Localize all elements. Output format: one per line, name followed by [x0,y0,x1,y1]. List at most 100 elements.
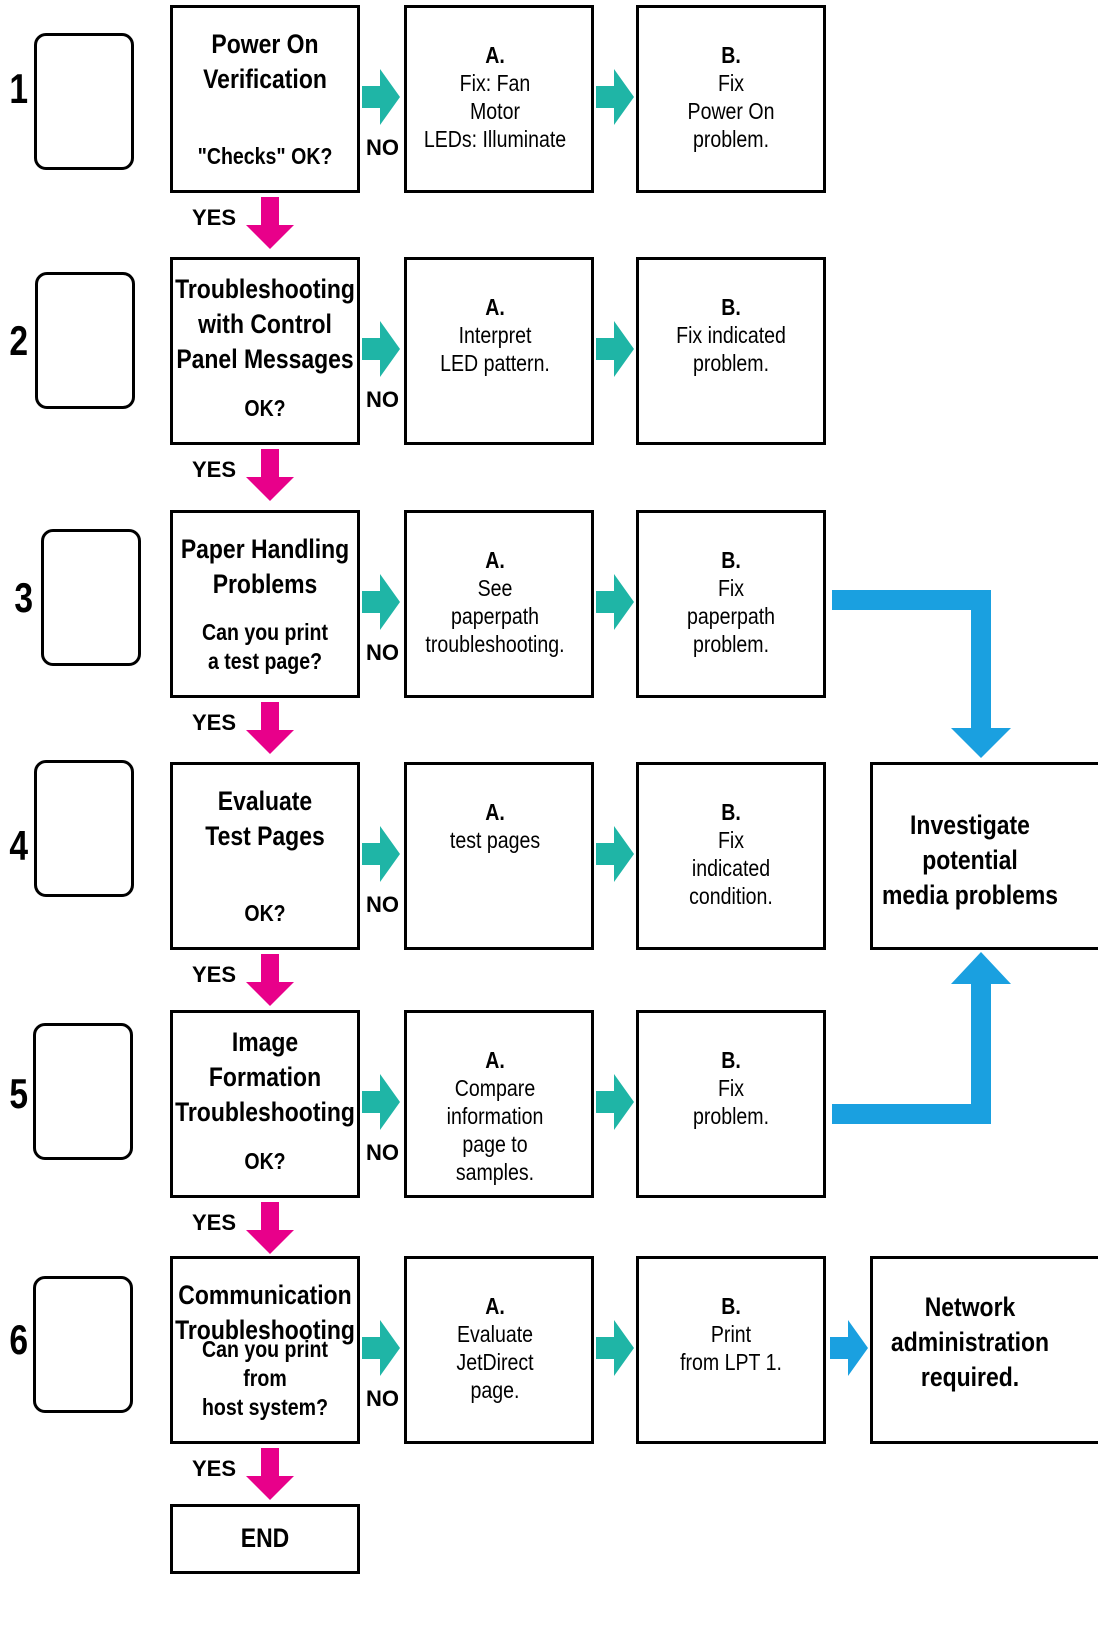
step-question-line: host system? [201,1394,329,1420]
network-arrow [830,1320,868,1376]
yes-label: YES [192,1210,237,1235]
a-to-b-arrow [596,69,634,125]
question-box [170,5,360,193]
media-problems-box [870,762,1098,950]
no-label: NO [366,640,399,665]
action-b-text-line: B. [721,547,741,573]
step-question-line: OK? [244,395,286,421]
yes-arrow [246,1202,294,1254]
no-arrow [362,321,400,377]
yes-label: YES [192,205,237,230]
action-a-box [404,257,594,445]
action-a-text-line: troubleshooting. [425,631,565,657]
action-a-text-line: page. [470,1377,520,1403]
computer-icon [33,1276,133,1413]
no-label: NO [366,1386,399,1411]
action-a-text-line: Motor [470,98,520,124]
step-title-line: Problems [212,569,318,599]
action-a-text-line: Compare [454,1075,536,1101]
a-to-b-arrow [596,826,634,882]
step-question-line: "Checks" OK? [197,143,333,169]
action-b-text-line: B. [721,1293,741,1319]
media-problems-text-line: media problems [881,880,1059,910]
action-b-text-line: Print [710,1321,752,1347]
step-question-line: OK? [244,900,286,926]
step-title-line: Communication [178,1280,352,1310]
action-a-box [404,762,594,950]
a-to-b-arrow [596,574,634,630]
step-title-line: Formation [208,1062,322,1092]
action-a-text-line: JetDirect [456,1349,534,1375]
action-a-text-line: test pages [449,827,541,853]
action-a-text: A.test pages [368,798,623,854]
step-question-line: a test page? [207,648,323,674]
action-a-text-line: samples. [455,1159,535,1185]
step-title-line: Power On [211,29,319,59]
action-b-text-line: problem. [692,350,770,376]
action-b-text-line: Fix [717,827,745,853]
network-admin-box [870,1256,1098,1444]
action-a-text-line: Evaluate [456,1321,534,1347]
step-title-line: Troubleshooting [175,274,355,304]
action-a-text-line: A. [485,547,505,573]
no-arrow [362,1074,400,1130]
no-arrow [362,1320,400,1376]
media-problems-text: Investigate potential media problems [843,808,1098,913]
no-arrow [362,574,400,630]
yes-arrow [246,1448,294,1500]
no-label: NO [366,1140,399,1165]
action-b-box [636,257,826,445]
action-a-text-line: Interpret [458,322,532,348]
action-b-text-line: problem. [692,1103,770,1129]
action-b-box [636,762,826,950]
no-label: NO [366,387,399,412]
step-question: OK? [138,394,393,423]
action-a-text-line: LED pattern. [440,350,550,376]
action-b-text-line: paperpath [686,603,776,629]
action-b-text-line: indicated [691,855,771,881]
action-b-text-line: Fix indicated [676,322,786,348]
no-label: NO [366,892,399,917]
yes-arrow [246,197,294,249]
icon-drawings: Aa [35,38,128,1401]
exclamation-icon [34,760,134,897]
action-b-text-line: from LPT 1. [680,1349,782,1375]
step-title-line: Paper Handling [180,534,350,564]
media-problems-text-line: Investigate [910,810,1030,840]
a-to-b-arrow [596,1074,634,1130]
action-b-text-line: Fix [717,575,745,601]
action-a-text-line: A. [485,42,505,68]
action-a-box [404,5,594,193]
action-b-text-line: B. [721,42,741,68]
step-title-line: Troubleshooting [175,1097,355,1127]
step-question-line: Can you print [201,1336,328,1362]
yes-label: YES [192,710,237,735]
action-a-text-line: A. [485,1293,505,1319]
action-b-text-line: Fix [717,1075,745,1101]
action-b-text-line: B. [721,294,741,320]
action-a-text-line: LEDs: Illuminate [423,126,567,152]
action-b-box [636,1256,826,1444]
step-number: 5 [9,1070,29,1117]
yes-label: YES [192,1456,237,1481]
yes-arrow [246,449,294,501]
media-problems-text-line: potential [922,845,1018,875]
step-question: OK? [138,1147,393,1176]
step-number: 3 [14,574,34,621]
action-a-text-line: paperpath [450,603,540,629]
aa-print-sample-icon [33,1023,133,1160]
yes-label: YES [192,457,237,482]
step-number: 1 [9,65,29,112]
network-admin-text-line: required. [920,1362,1020,1392]
